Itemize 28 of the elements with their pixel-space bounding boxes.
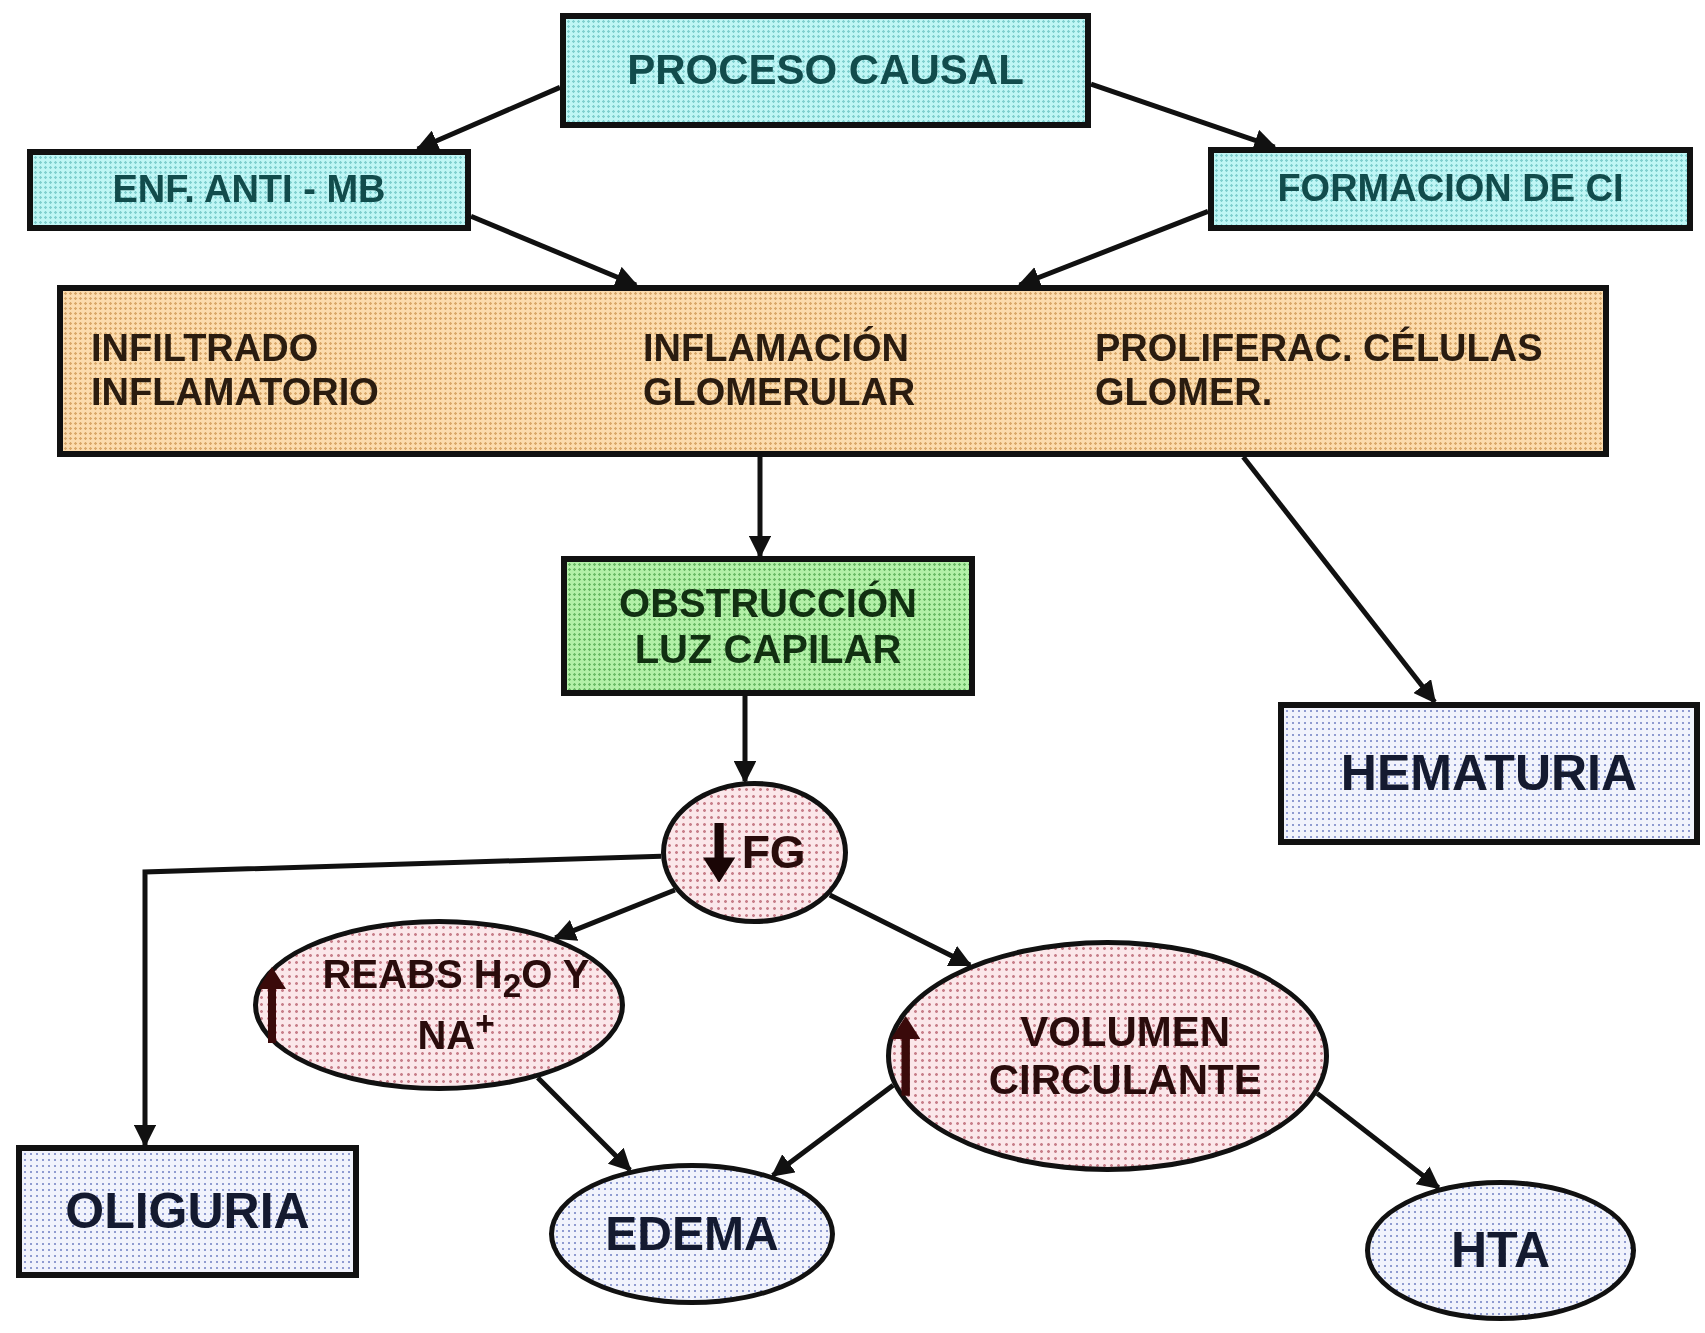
node-label: PROLIFERAC. CÉLULAS GLOMER. [1095,327,1544,415]
node-label: PROCESO CAUSAL [627,46,1024,95]
outcome-box [16,1145,359,1278]
node-label: EDEMA [605,1206,779,1262]
process-box [560,13,1091,128]
arrow [470,213,639,288]
node-label: INFILTRADO INFLAMATORIO [91,327,380,415]
node-label: OLIGURIA [65,1182,310,1241]
node-label: FG [741,826,806,879]
node-label: OBSTRUCCIÓN LUZ CAPILAR [618,580,918,672]
node-label: INFLAMACIÓN GLOMERULAR [643,327,917,415]
node-label: FORMACION DE CI [1277,167,1624,211]
arrow [1241,455,1437,704]
node-label: VOLUMEN CIRCULANTE [987,1007,1263,1105]
process-box [561,556,975,696]
process-box [1208,147,1693,231]
arrow [133,853,662,1148]
arrow [415,85,561,152]
process-band [57,285,1609,457]
node-label: HEMATURIA [1340,744,1638,803]
arrow [748,457,772,559]
node-label: REABS H$_{2}$O Y NA$^{+}$ [321,951,591,1059]
outcome-box [1278,702,1700,845]
process-box [27,149,471,231]
arrow [536,1076,632,1172]
node-label: ENF. ANTI - MB [112,168,386,212]
arrow [553,887,676,941]
node-label: HTA [1450,1221,1551,1280]
